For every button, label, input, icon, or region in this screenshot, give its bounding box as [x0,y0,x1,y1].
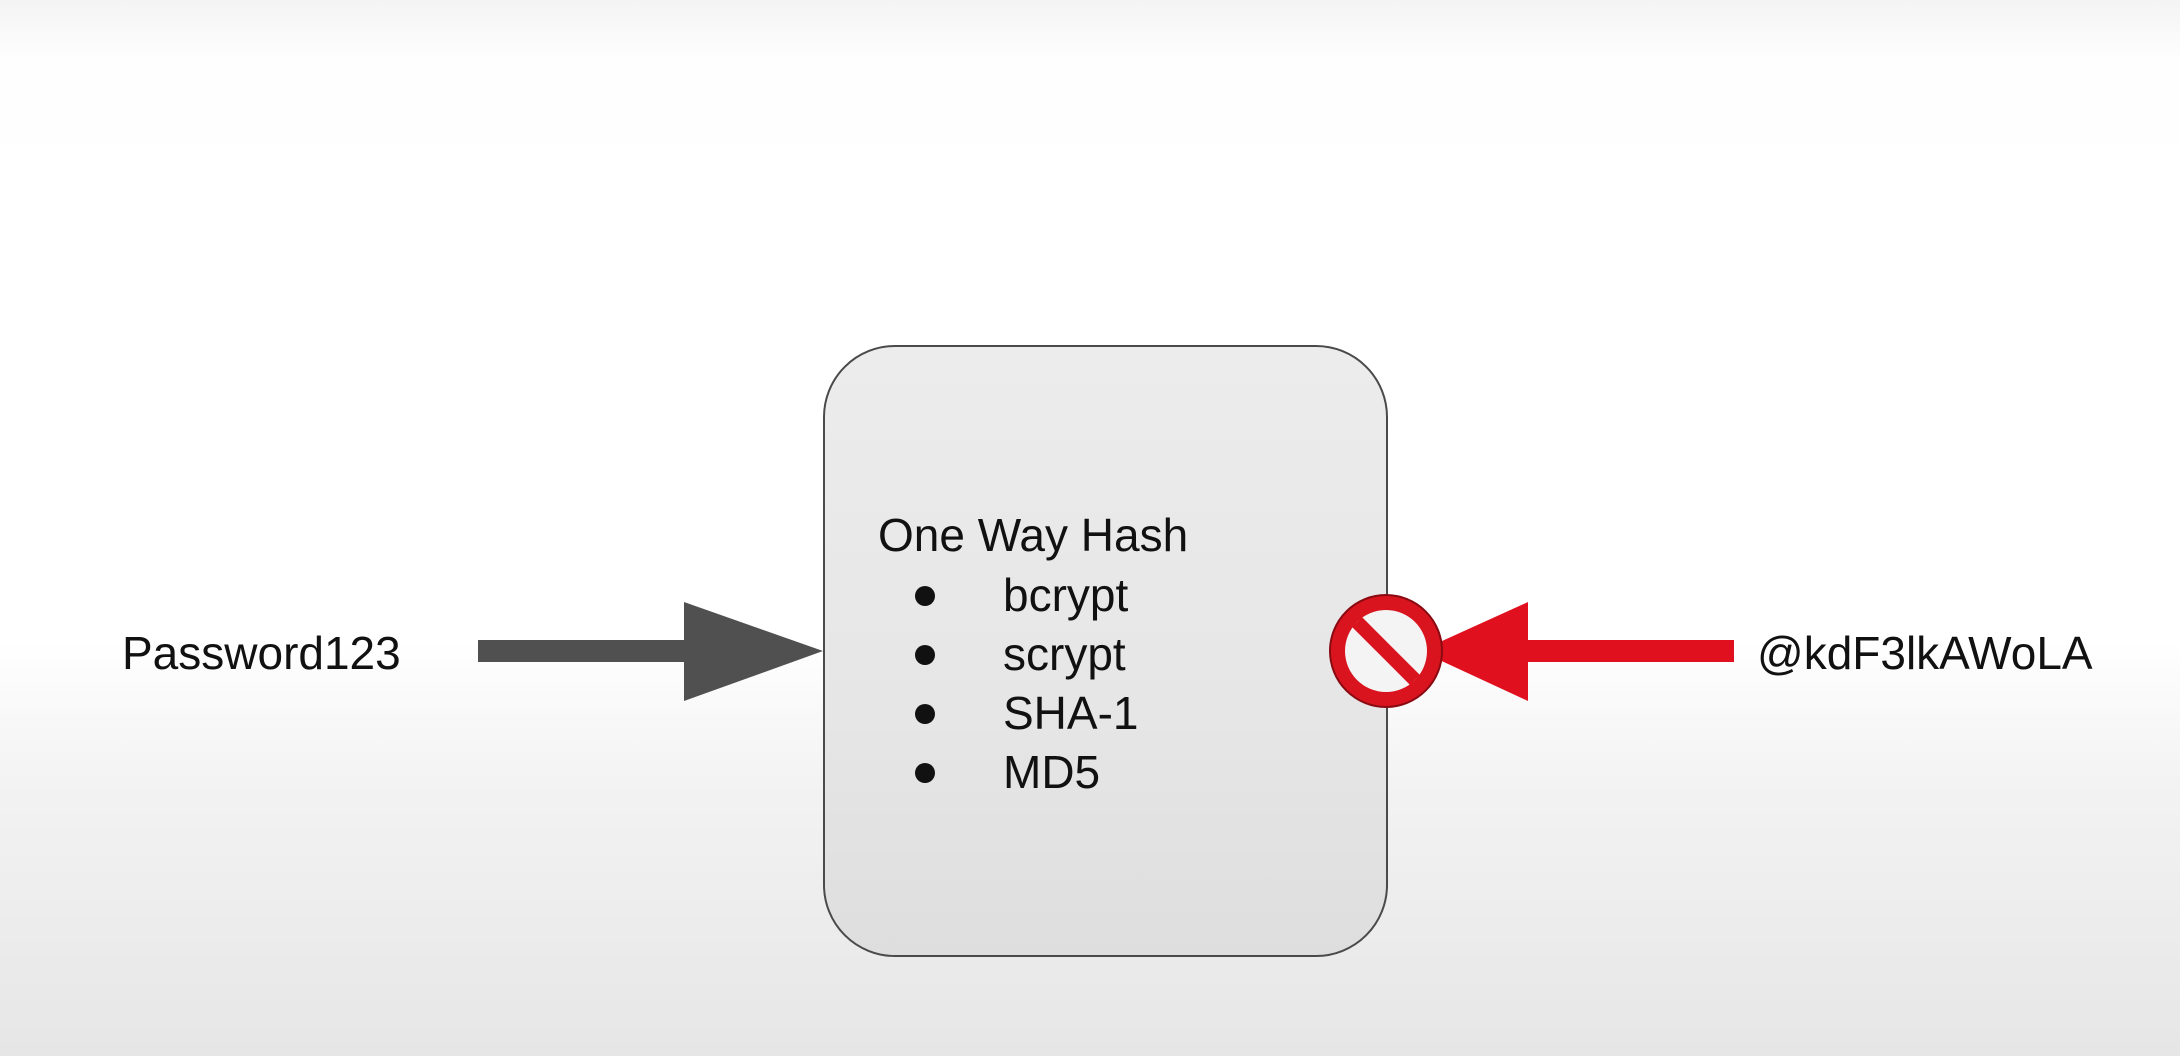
reverse-arrow-shaft [1520,640,1734,662]
algorithm-scrypt: scrypt [1003,628,1126,680]
forward-arrow-shaft [478,640,690,662]
bullet-icon [915,645,935,665]
bullet-icon [915,586,935,606]
algorithm-sha1: SHA-1 [1003,687,1139,739]
arrow-left-icon [1420,602,1734,701]
bullet-icon [915,763,935,783]
forward-arrow-head [684,602,823,701]
one-way-hash-box: One Way Hash bcrypt scrypt SHA-1 MD5 [823,345,1388,957]
algorithm-bcrypt: bcrypt [1003,569,1129,621]
algorithm-md5: MD5 [1003,746,1101,798]
input-password-label: Password123 [122,627,401,679]
arrow-right-icon [478,602,823,701]
bullet-icon [915,704,935,724]
reverse-arrow-head [1420,602,1528,701]
hash-box-title: One Way Hash [878,509,1189,561]
output-hash-label: @kdF3lkAWoLA [1757,627,2093,679]
